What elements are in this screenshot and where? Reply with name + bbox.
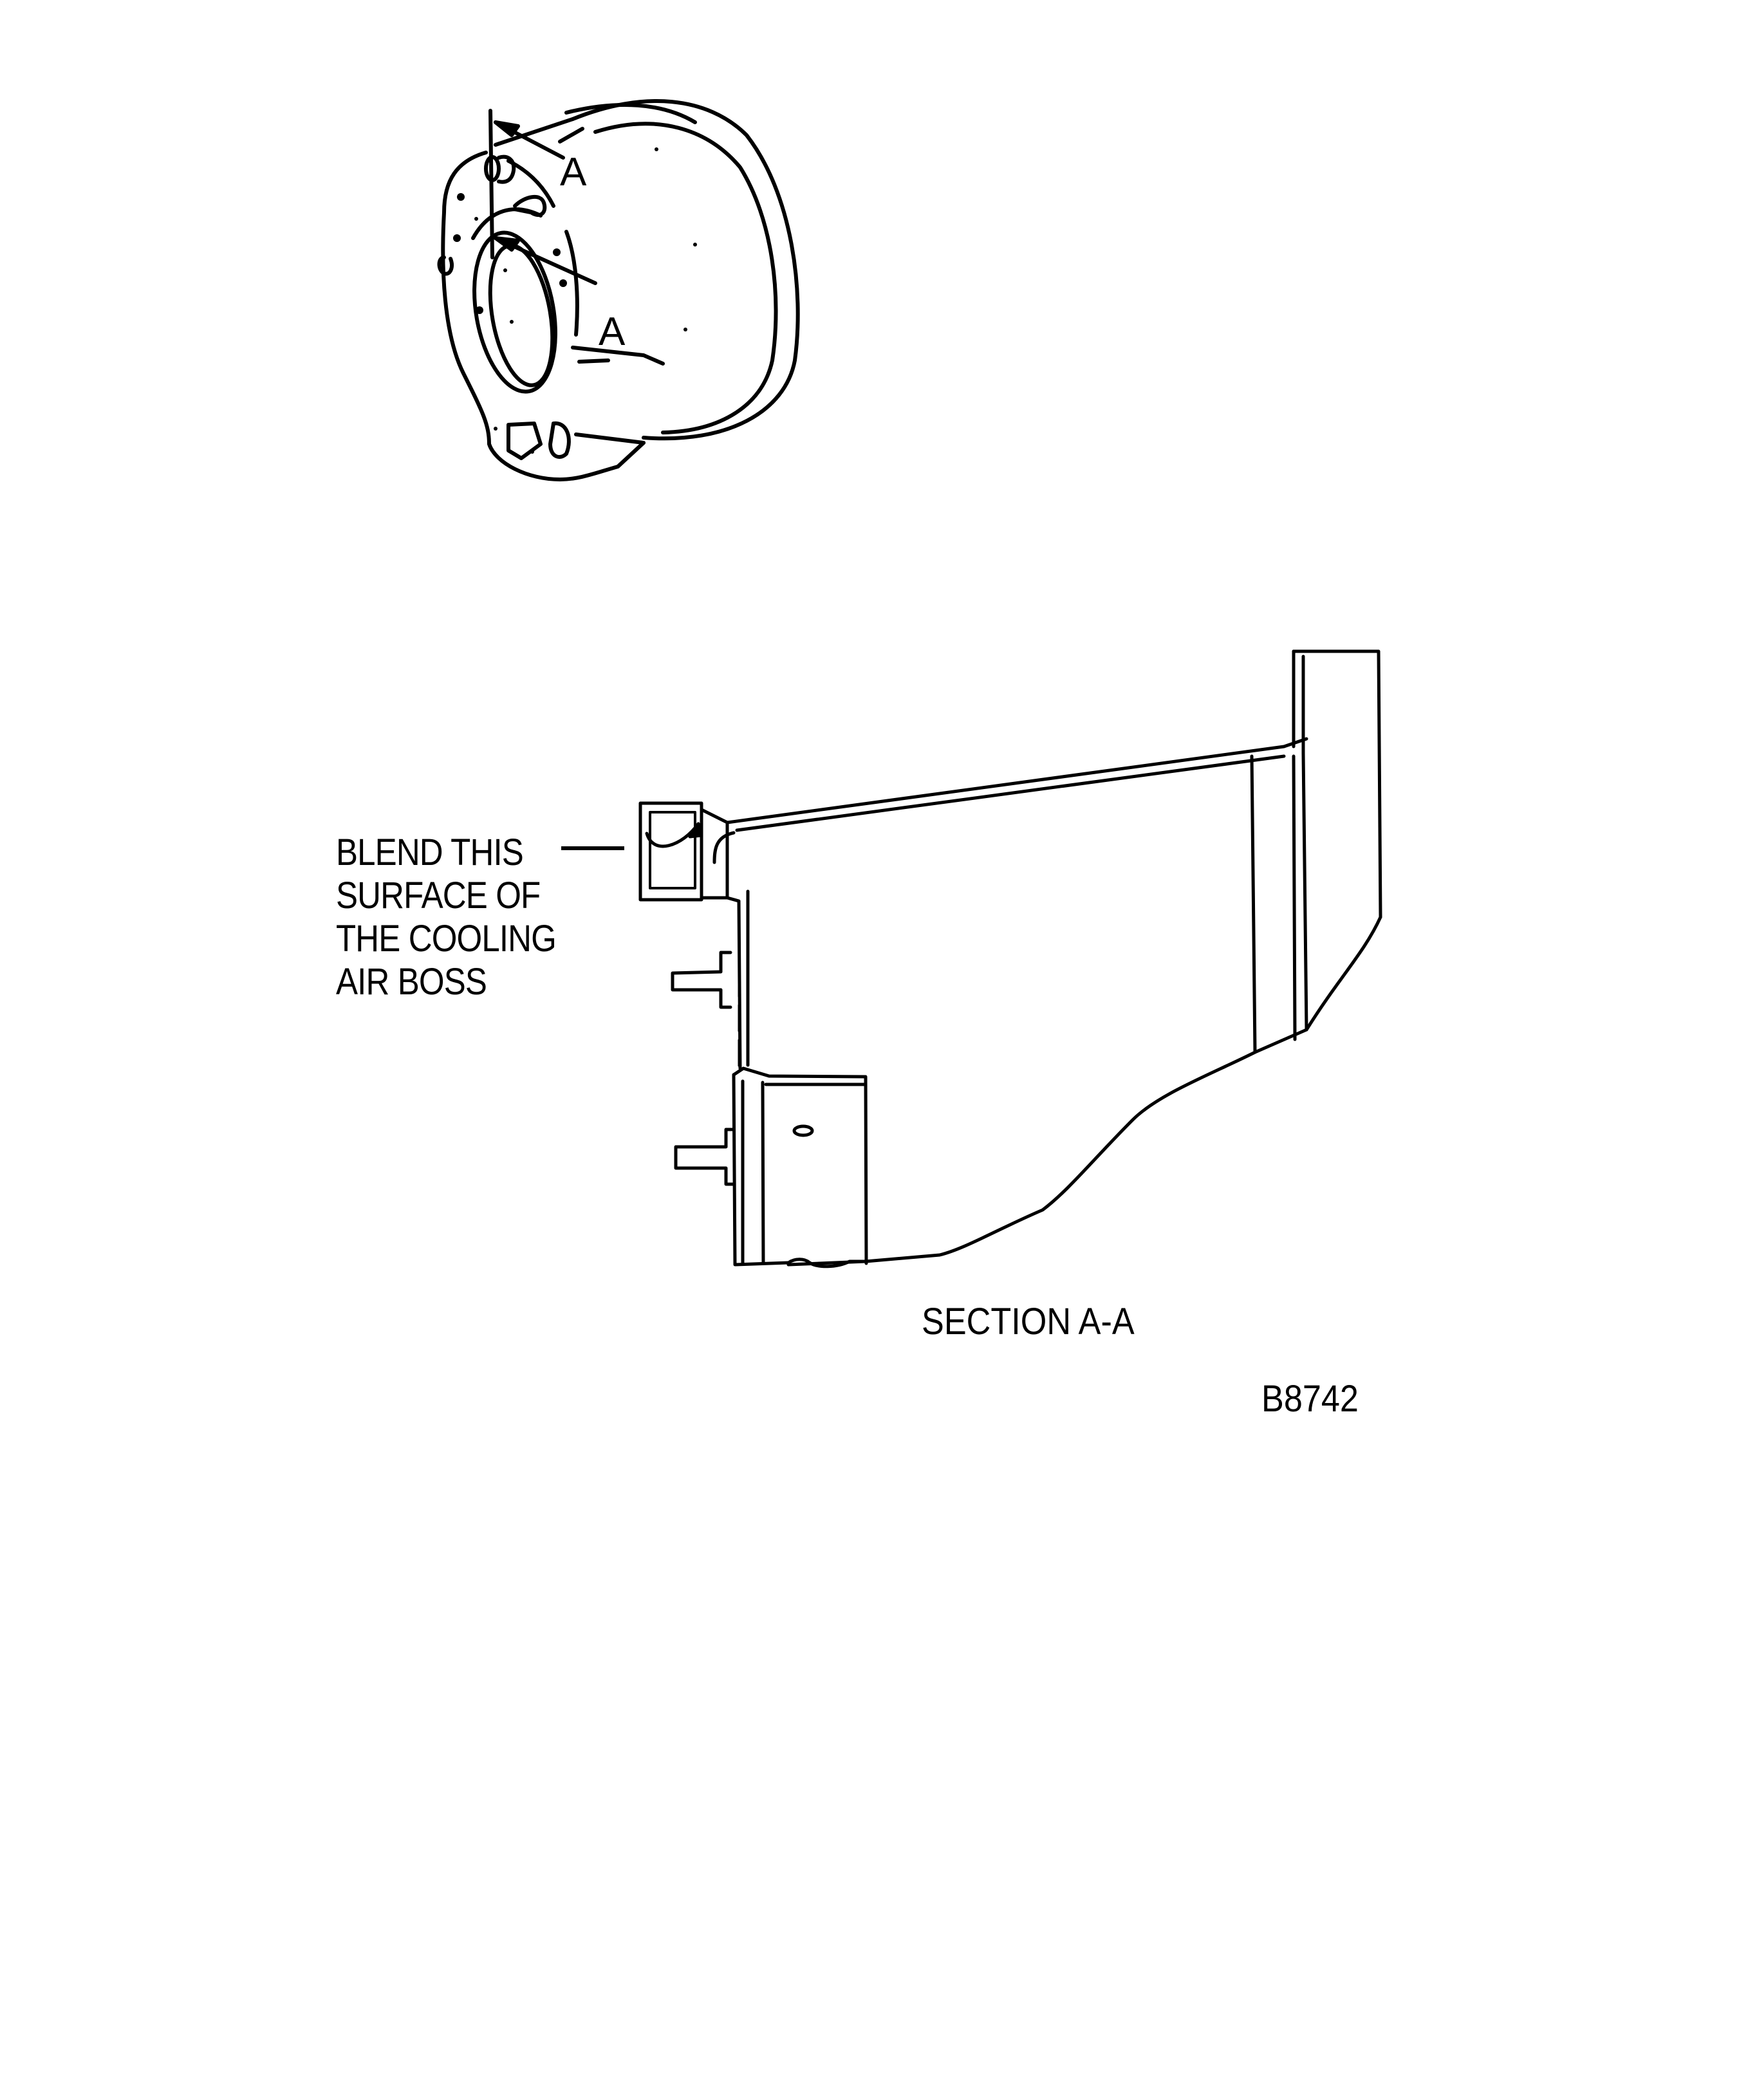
callout-line-2: SURFACE OF: [336, 875, 541, 916]
section-mark-a-top: A: [560, 150, 587, 194]
callout-line-4: AIR BOSS: [336, 961, 487, 1003]
figure-id: B8742: [1261, 1378, 1359, 1420]
callout-line-3: THE COOLING: [336, 918, 557, 960]
callout-line-1: BLEND THIS: [336, 832, 524, 873]
section-title: SECTION A-A: [922, 1301, 1135, 1343]
section-mark-a-bottom: A: [599, 310, 626, 354]
